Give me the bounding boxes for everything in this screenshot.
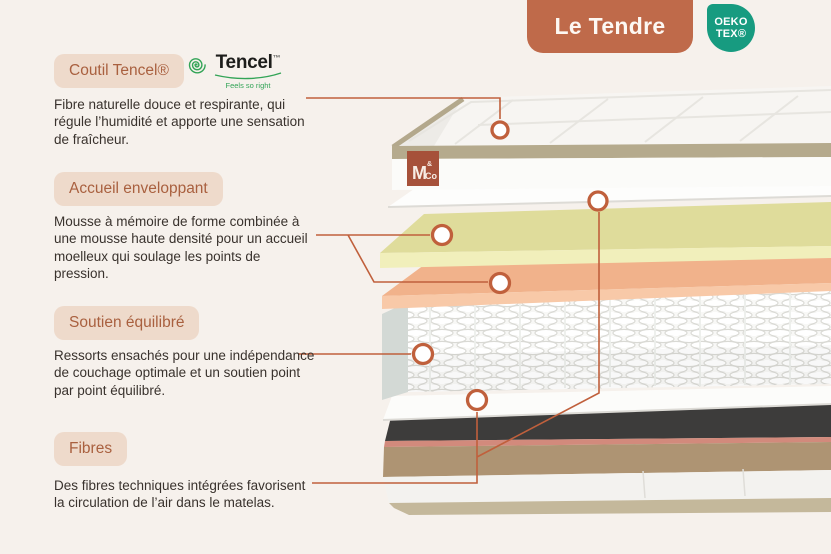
section-body-soutien: Ressorts ensachés pour une indépendance … [54, 347, 315, 398]
section-body-coutil: Fibre naturelle douce et respirante, qui… [54, 96, 305, 147]
layer-springs-side [382, 302, 408, 400]
base-mattress [383, 403, 831, 515]
brand-badge: M & Co [407, 151, 439, 186]
tencel-wordmark: Tencel™ [216, 53, 281, 72]
brand-badge-amp: & [427, 161, 432, 168]
layer-topper-top [392, 86, 831, 146]
tencel-leaf-icon [188, 58, 206, 74]
quilt-border-seam [408, 89, 831, 142]
tencel-underline [214, 72, 282, 80]
topper: M & Co [391, 86, 831, 190]
section-label-accueil: Accueil enveloppant [54, 172, 223, 206]
springs-front [408, 290, 831, 392]
connector-fibres [312, 212, 600, 484]
brand-badge-co: Co [425, 171, 437, 181]
tencel-logo: Tencel™ Feels so right [183, 53, 282, 90]
brand-badge-bg [407, 151, 439, 186]
callout-marker-foam-yellow[interactable] [430, 223, 454, 247]
fibre-upper-edge [387, 195, 831, 208]
layer-base-mocha [383, 442, 831, 477]
layer-base-stripe [384, 437, 831, 447]
pocket-springs [382, 290, 831, 400]
layer-topper-side [392, 157, 831, 190]
layer-foam-yellow-front [380, 246, 831, 268]
tencel-wordmark-block: Tencel™ Feels so right [214, 53, 282, 90]
connector-accueil [316, 234, 488, 283]
brand-badge-m: M [412, 163, 427, 183]
callout-marker-fibres-bottom[interactable] [465, 388, 489, 412]
connector-coutil [306, 97, 501, 119]
callout-marker-springs[interactable] [411, 342, 435, 366]
layer-base-white [383, 470, 831, 503]
layer-base-top [385, 403, 831, 441]
layer-fibre-lower [383, 386, 831, 420]
callout-marker-foam-orange[interactable] [488, 271, 512, 295]
fibre-lower-edge [382, 403, 831, 421]
product-name-banner: Le Tendre [527, 0, 693, 53]
tencel-wordmark-text: Tencel [215, 52, 273, 73]
tencel-tagline: Feels so right [225, 81, 271, 90]
callout-marker-fibres-top[interactable] [587, 190, 609, 212]
layer-foam-orange-front [382, 283, 831, 309]
oeko-line2: TEX® [715, 28, 747, 40]
section-label-fibres: Fibres [54, 432, 128, 466]
section-label-soutien: Soutien équilibré [54, 306, 200, 340]
layer-base-tan [389, 498, 831, 515]
layer-foam-yellow-top [380, 202, 831, 253]
base-seams [642, 468, 746, 499]
oeko-line1: OEKO [714, 15, 748, 28]
foam-yellow [380, 202, 831, 268]
layer-topper-band [392, 143, 831, 159]
oeko-tex-badge: OEKO TEX® [707, 4, 755, 52]
springs-shading [408, 345, 831, 392]
section-body-accueil: Mousse à mémoire de forme combinée à une… [54, 213, 308, 282]
callout-marker-coutil[interactable] [490, 120, 510, 140]
section-label-coutil: Coutil Tencel® [54, 54, 184, 88]
topper-edge-piping [391, 96, 465, 150]
product-name: Le Tendre [554, 13, 666, 39]
tencel-trademark: ™ [272, 53, 281, 63]
quilt-mid-seam [477, 111, 831, 126]
section-body-fibres: Des fibres techniques intégrées favorise… [54, 477, 306, 511]
